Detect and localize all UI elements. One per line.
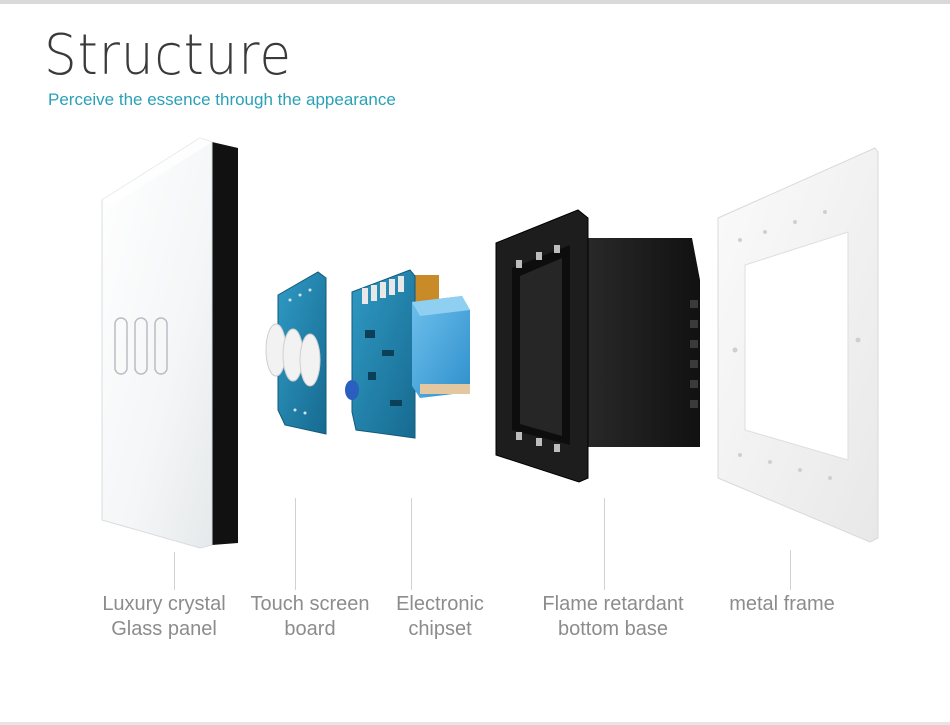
- top-divider: [0, 0, 950, 4]
- glass-panel-image: [101, 137, 238, 549]
- electronic-chipset-image: [345, 269, 470, 439]
- bottom-base-image: [495, 209, 700, 483]
- bottom-divider: [0, 722, 950, 725]
- page-title: Structure: [44, 23, 292, 88]
- leader-line: [411, 498, 412, 590]
- metal-frame-image: [717, 147, 879, 543]
- leader-line: [790, 550, 791, 590]
- exploded-view-illustration: [101, 137, 879, 549]
- leader-line: [295, 498, 296, 590]
- component-label: metal frame: [729, 593, 835, 615]
- touch-key-icon: [114, 317, 168, 375]
- leader-line: [174, 552, 175, 590]
- page-subtitle: Perceive the essence through the appeara…: [48, 90, 396, 109]
- touch-screen-board-image: [265, 271, 327, 435]
- leader-line: [604, 498, 605, 590]
